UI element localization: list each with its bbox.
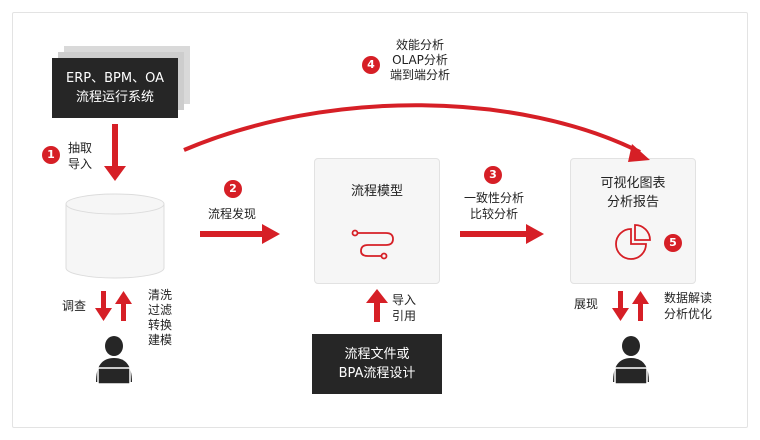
- design-box-line2: BPA流程设计: [338, 366, 416, 381]
- step-1-line1: 抽取: [68, 141, 93, 155]
- log-data-label: 日志 数据: [70, 230, 160, 268]
- step-4-line2: OLAP分析: [392, 53, 448, 67]
- step-3-badge: 3: [484, 166, 502, 184]
- cleaning-line4: 建模: [148, 333, 173, 347]
- source-box-line1: ERP、BPM、OA: [66, 71, 164, 86]
- cleaning-line1: 清洗: [148, 288, 173, 302]
- interpret-line1: 数据解读: [664, 291, 713, 305]
- cleaning-line3: 转换: [148, 318, 173, 332]
- process-model-card: [314, 158, 440, 284]
- step-5-badge: 5: [664, 234, 682, 252]
- design-box-line1: 流程文件或: [344, 347, 410, 362]
- source-box-line2: 流程运行系统: [75, 90, 154, 105]
- import-ref-label: 导入 引用: [392, 292, 416, 324]
- interpret-label: 数据解读 分析优化: [664, 290, 712, 322]
- import-ref-line1: 导入: [392, 293, 417, 307]
- process-model-title: 流程模型: [350, 184, 403, 199]
- log-data-line1: 日志: [101, 232, 128, 247]
- step-1-line2: 导入: [68, 157, 93, 171]
- cleaning-label: 清洗 过滤 转换 建模: [148, 288, 172, 348]
- step-4-label: 效能分析 OLAP分析 端到端分析: [380, 38, 460, 83]
- report-line1: 可视化图表: [600, 176, 666, 191]
- step-3-line2: 比较分析: [469, 207, 518, 221]
- step-4-line1: 效能分析: [395, 38, 444, 52]
- report-title: 可视化图表 分析报告: [570, 174, 696, 212]
- source-systems-box: ERP、BPM、OA 流程运行系统: [52, 58, 178, 118]
- log-data-line2: 数据: [101, 251, 128, 266]
- step-3-label: 一致性分析 比较分析: [454, 190, 534, 222]
- interpret-line2: 分析优化: [664, 307, 713, 321]
- step-1-label: 抽取 导入: [68, 140, 92, 172]
- step-4-line3: 端到端分析: [389, 68, 450, 82]
- process-design-box: 流程文件或 BPA流程设计: [312, 334, 442, 394]
- report-line2: 分析报告: [606, 195, 659, 210]
- step-4-badge: 4: [362, 56, 380, 74]
- step-1-badge: 1: [42, 146, 60, 164]
- step-2-badge: 2: [224, 180, 242, 198]
- import-ref-line2: 引用: [392, 309, 417, 323]
- step-3-line1: 一致性分析: [463, 191, 524, 205]
- step-2-label: 流程发现: [208, 207, 257, 221]
- survey-label: 调查: [62, 299, 87, 313]
- cleaning-line2: 过滤: [148, 303, 173, 317]
- display-label: 展现: [574, 297, 599, 311]
